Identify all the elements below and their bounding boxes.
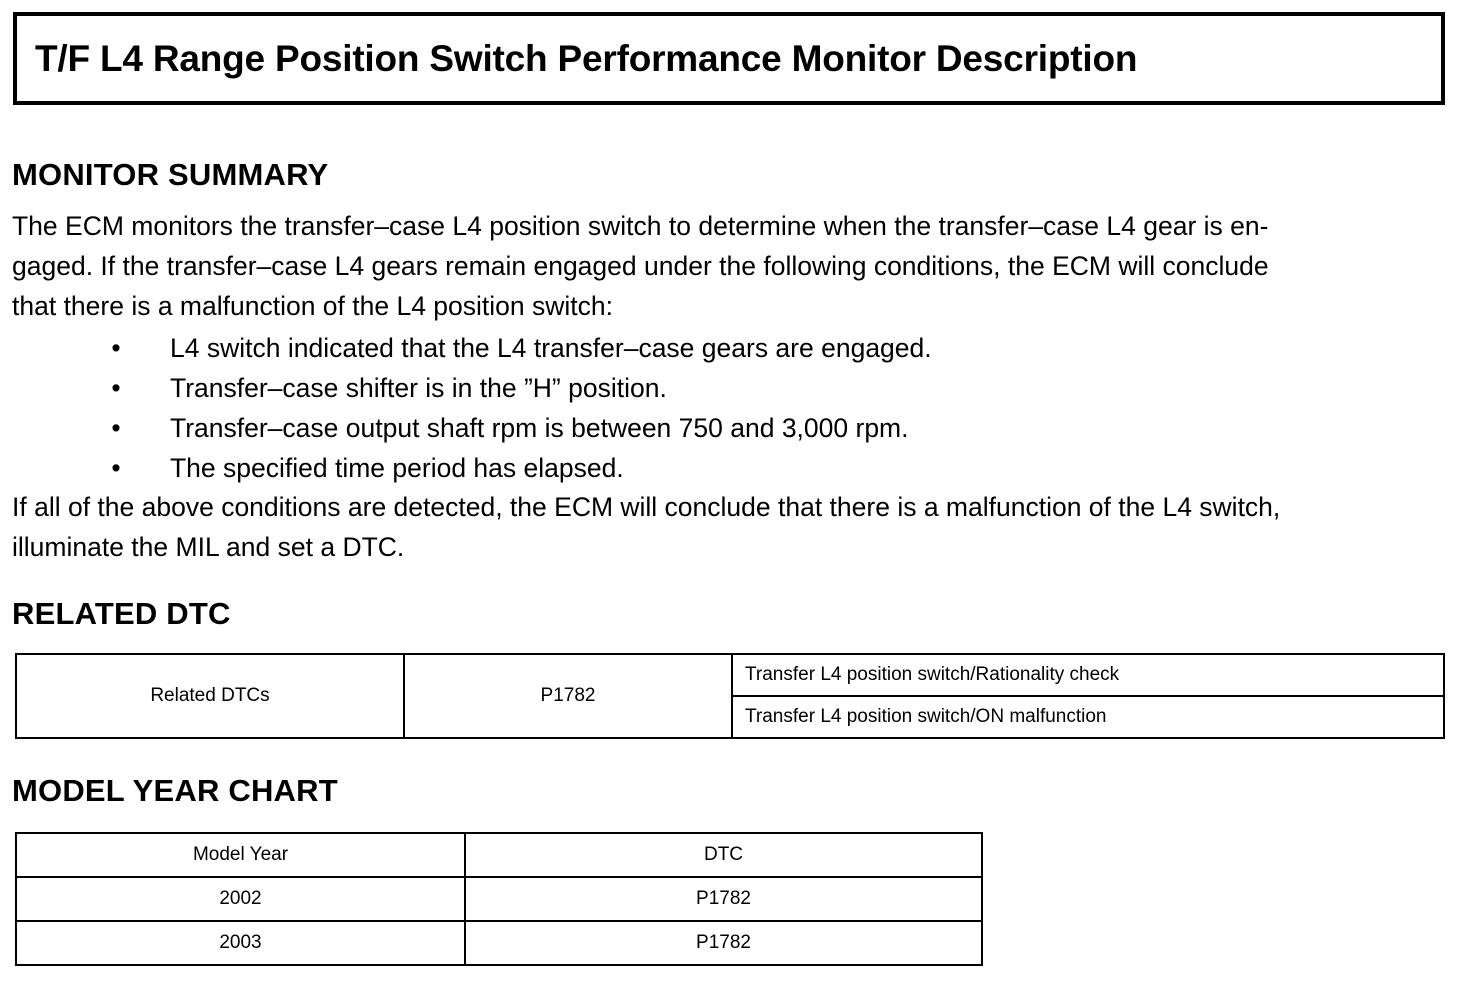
cell-model-year: 2002 (15, 876, 466, 922)
bullet-icon: • (111, 333, 121, 363)
monitor-summary-intro-paragraph: The ECM monitors the transfer–case L4 po… (12, 206, 1454, 326)
bullet-icon: • (111, 453, 121, 483)
table-row: 2003 P1782 (15, 920, 983, 966)
cell-dtc: P1782 (464, 876, 983, 922)
bullet-icon: • (111, 413, 121, 443)
related-dtc-table: Related DTCs P1782 Transfer L4 position … (15, 653, 1445, 739)
related-dtc-code-cell: P1782 (403, 653, 733, 739)
model-year-chart-table: Model Year DTC 2002 P1782 2003 P1782 (15, 832, 983, 966)
list-item-label: Transfer–case output shaft rpm is betwee… (170, 413, 909, 443)
list-item: • The specified time period has elapsed. (12, 448, 1452, 488)
cell-dtc: P1782 (464, 920, 983, 966)
table-header-row: Model Year DTC (15, 832, 983, 878)
list-item-label: L4 switch indicated that the L4 transfer… (170, 333, 932, 363)
intro-line-1: The ECM monitors the transfer–case L4 po… (12, 211, 1269, 241)
list-item: • L4 switch indicated that the L4 transf… (12, 328, 1452, 368)
related-dtc-label-cell: Related DTCs (15, 653, 405, 739)
table-row: 2002 P1782 (15, 876, 983, 922)
list-item-label: The specified time period has elapsed. (170, 453, 624, 483)
conclusion-line-2: illuminate the MIL and set a DTC. (12, 532, 405, 562)
table-row: Transfer L4 position switch/ON malfuncti… (16, 695, 1445, 739)
section-heading-related-dtc: RELATED DTC (12, 596, 231, 631)
document-title-box: T/F L4 Range Position Switch Performance… (13, 12, 1445, 105)
monitor-summary-condition-list: • L4 switch indicated that the L4 transf… (12, 328, 1452, 488)
section-heading-monitor-summary: MONITOR SUMMARY (12, 157, 329, 192)
section-heading-model-year-chart: MODEL YEAR CHART (12, 773, 338, 808)
list-item-label: Transfer–case shifter is in the ”H” posi… (170, 373, 667, 403)
related-dtc-description-cell: Transfer L4 position switch/Rationality … (731, 653, 1445, 697)
monitor-summary-conclusion-paragraph: If all of the above conditions are detec… (12, 487, 1462, 567)
list-item: • Transfer–case shifter is in the ”H” po… (12, 368, 1452, 408)
column-header-model-year: Model Year (15, 832, 466, 878)
list-item: • Transfer–case output shaft rpm is betw… (12, 408, 1452, 448)
intro-line-2: gaged. If the transfer–case L4 gears rem… (12, 251, 1269, 281)
bullet-icon: • (111, 373, 121, 403)
related-dtc-description-cell: Transfer L4 position switch/ON malfuncti… (731, 695, 1445, 739)
table-row: Related DTCs P1782 Transfer L4 position … (15, 653, 1445, 739)
column-header-dtc: DTC (464, 832, 983, 878)
cell-model-year: 2003 (15, 920, 466, 966)
conclusion-line-1: If all of the above conditions are detec… (12, 492, 1281, 522)
intro-line-3: that there is a malfunction of the L4 po… (12, 291, 613, 321)
page-title: T/F L4 Range Position Switch Performance… (35, 37, 1138, 79)
